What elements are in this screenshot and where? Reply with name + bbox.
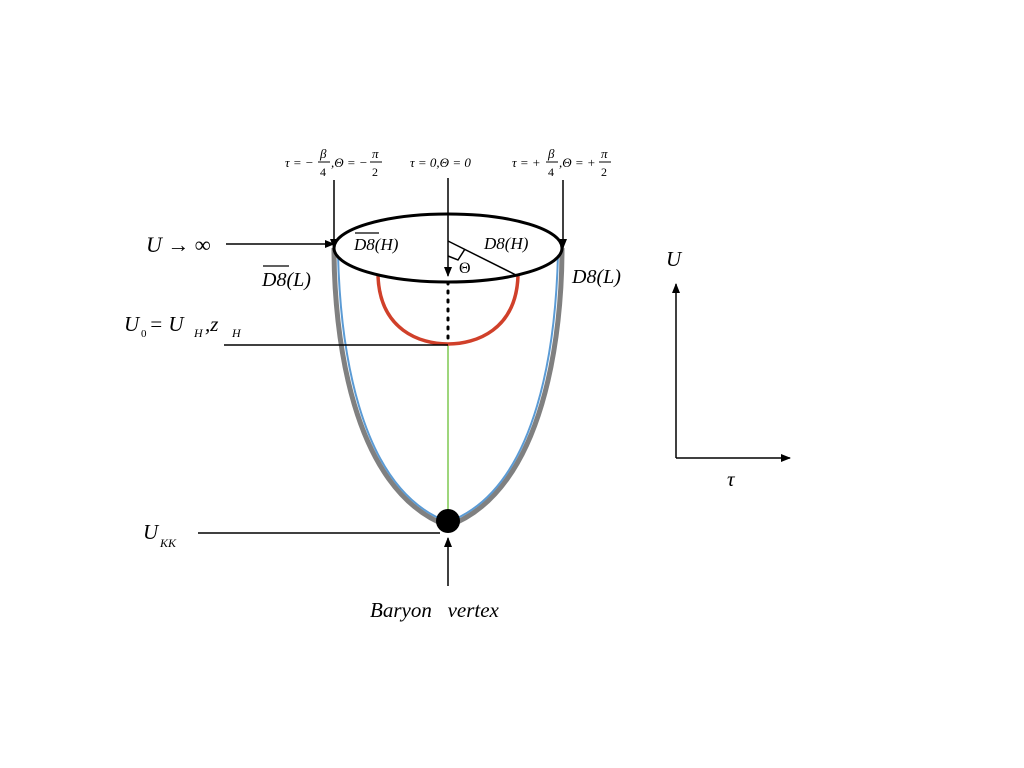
svg-text:H: H	[193, 326, 204, 340]
label-top-right: τ = + β 4 ,Θ = + π 2	[512, 146, 611, 179]
label-u0: U 0 = U H ,z H	[124, 312, 242, 340]
angle-mark	[447, 248, 466, 261]
label-top-left: τ = − β 4 ,Θ = − π 2	[285, 146, 382, 179]
svg-text:β: β	[547, 146, 555, 161]
label-axis-tau: τ	[727, 467, 736, 491]
radius-line	[447, 240, 519, 277]
svg-text:,Θ = −: ,Θ = −	[331, 155, 368, 170]
svg-text:τ = −: τ = −	[285, 155, 314, 170]
label-theta: Θ	[459, 260, 471, 277]
label-top-center: τ = 0,Θ = 0	[410, 155, 471, 170]
svg-text:KK: KK	[159, 536, 177, 550]
svg-text:4: 4	[548, 165, 554, 179]
svg-text:2: 2	[601, 165, 607, 179]
svg-text:U: U	[143, 520, 160, 544]
red-arc	[376, 275, 520, 346]
baryon-vertex-dot	[436, 509, 460, 533]
svg-text:H: H	[231, 326, 242, 340]
svg-text:π: π	[372, 146, 379, 161]
svg-text:,Θ = +: ,Θ = +	[559, 155, 596, 170]
label-d8bar-h: D8(H)	[353, 235, 399, 254]
label-ukk: U KK	[143, 520, 177, 550]
svg-text:τ = +: τ = +	[512, 155, 541, 170]
label-d8bar-l: D8(L)	[261, 269, 311, 291]
svg-text:U: U	[124, 312, 141, 336]
label-d8-h: D8(H)	[483, 234, 529, 253]
label-u-infinity: U → ∞	[146, 232, 211, 257]
svg-text:0: 0	[141, 328, 147, 340]
svg-text:= U: = U	[149, 312, 185, 336]
label-baryon-vertex: Baryon vertex	[370, 598, 500, 622]
svg-text:4: 4	[320, 165, 326, 179]
svg-text:π: π	[601, 146, 608, 161]
svg-text:2: 2	[372, 165, 378, 179]
svg-text:,z: ,z	[205, 312, 218, 336]
svg-text:β: β	[319, 146, 327, 161]
label-d8-l: D8(L)	[571, 266, 621, 288]
label-axis-u: U	[666, 247, 683, 271]
